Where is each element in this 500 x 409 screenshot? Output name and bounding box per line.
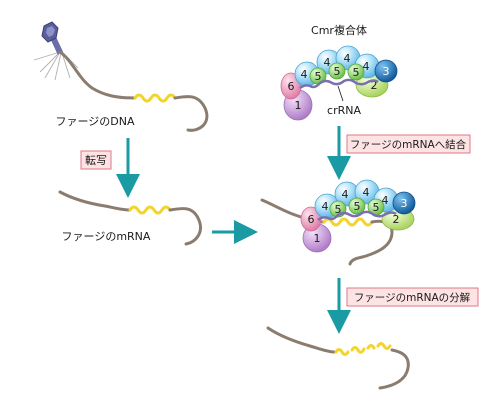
cmr-complex-label: Cmr複合体	[311, 23, 367, 37]
svg-text:5: 5	[335, 203, 342, 216]
svg-text:5: 5	[334, 65, 341, 78]
svg-text:4: 4	[322, 200, 329, 213]
bound-mrna-target	[322, 217, 374, 227]
svg-text:5: 5	[353, 66, 360, 79]
phage-mrna-strand	[58, 190, 202, 246]
svg-text:2: 2	[371, 79, 378, 92]
subunit-5	[348, 197, 366, 215]
binding-label: ファージのmRNAへ結合	[350, 138, 467, 151]
bound-mrna-right	[348, 219, 394, 266]
crrna-strand	[299, 78, 379, 90]
subunit-3	[392, 191, 416, 215]
subunit-5	[347, 63, 365, 81]
degradation-label: ファージのmRNAの分解	[354, 291, 471, 304]
svg-text:4: 4	[324, 56, 331, 69]
svg-text:4: 4	[363, 60, 370, 73]
svg-text:4: 4	[382, 194, 389, 207]
phage-mrna-label: ファージのmRNA	[62, 230, 151, 243]
svg-text:5: 5	[315, 70, 322, 83]
binding-box	[346, 134, 471, 154]
subunit-5	[328, 62, 346, 80]
svg-text:5: 5	[373, 201, 380, 214]
svg-text:4: 4	[344, 52, 351, 65]
svg-text:1: 1	[295, 99, 302, 112]
cmr-complex-top: 1 6 2 4 4 4 4 3 5 5 5	[280, 45, 398, 121]
cmr-complex-bound: 1 6 2 4 4 4 4 3 5 5 5	[260, 179, 416, 266]
phage-dna-label: ファージのDNA	[55, 115, 134, 128]
bound-crrna-strand	[317, 210, 397, 222]
svg-text:4: 4	[342, 188, 349, 201]
crrna-label: crRNA	[327, 104, 361, 117]
bacteriophage-icon	[33, 21, 79, 81]
svg-text:4: 4	[301, 68, 308, 81]
subunit-3	[374, 59, 398, 83]
svg-text:1: 1	[314, 232, 321, 245]
svg-text:3: 3	[401, 197, 408, 210]
svg-text:6: 6	[288, 80, 295, 93]
svg-text:5: 5	[354, 200, 361, 213]
svg-text:4: 4	[363, 186, 370, 199]
transcription-box	[80, 150, 112, 170]
degradation-box	[346, 287, 479, 307]
phage-dna-strand	[58, 50, 209, 132]
svg-text:2: 2	[393, 213, 400, 226]
transcription-label: 転写	[85, 154, 107, 167]
svg-text:6: 6	[308, 213, 315, 226]
degraded-mrna	[266, 326, 410, 390]
svg-text:3: 3	[383, 65, 390, 78]
crrna-pointer	[337, 85, 344, 102]
